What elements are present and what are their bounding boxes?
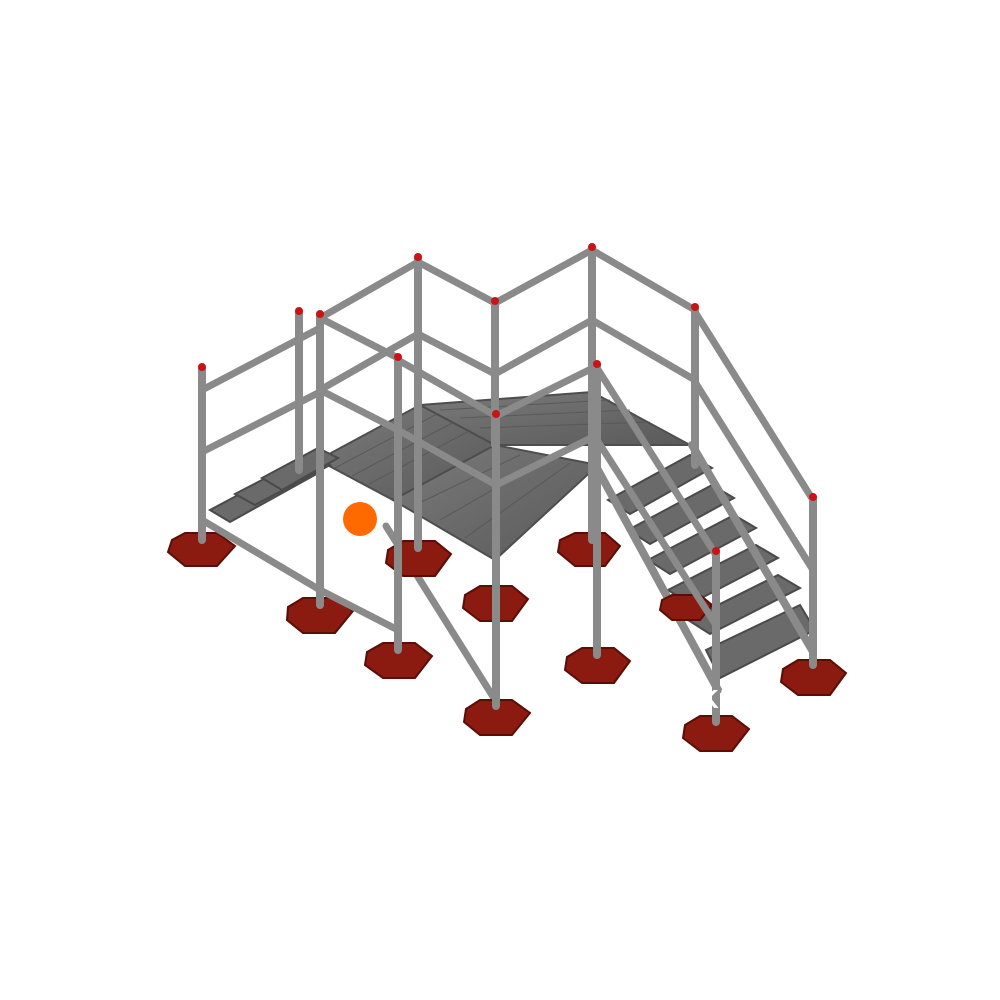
base-plate <box>363 642 434 679</box>
right-stairs <box>594 441 817 694</box>
handrails <box>198 246 817 634</box>
post-caps <box>198 243 817 555</box>
watermark-text: KR TO <box>700 684 786 714</box>
base-plate <box>556 532 622 567</box>
base-plate <box>384 540 453 577</box>
base-plate <box>166 532 237 567</box>
base-plate <box>779 659 848 696</box>
base-plate <box>462 699 532 736</box>
base-plates <box>166 532 848 752</box>
base-plate <box>563 647 632 684</box>
base-plate <box>681 715 751 752</box>
orange-marker <box>343 502 377 536</box>
